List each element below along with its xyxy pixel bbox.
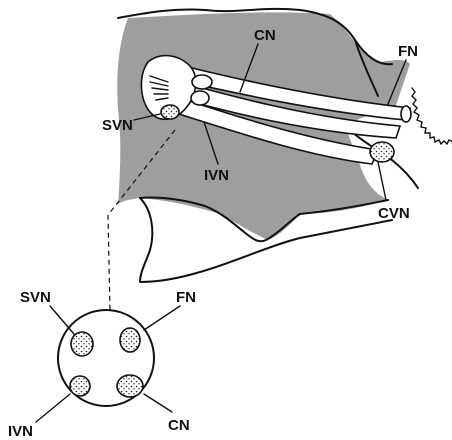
inset-fn-leader	[144, 306, 180, 330]
label-cn-top: CN	[254, 27, 276, 44]
label-cvn: CVN	[378, 205, 410, 222]
fundus-node-1	[192, 75, 212, 89]
inset-cn-bundle	[117, 375, 143, 397]
nerve-squiggle	[412, 88, 452, 144]
inset-fn-bundle	[120, 328, 140, 352]
inset-ivn-leader	[36, 394, 70, 422]
label-fn-inset: FN	[176, 289, 196, 306]
inset-ivn-bundle	[70, 376, 90, 396]
fn-cap	[401, 106, 411, 122]
label-ivn-top: IVN	[204, 167, 229, 184]
cross-section-inset	[36, 306, 180, 422]
label-svn-inset: SVN	[20, 289, 51, 306]
label-ivn-inset: IVN	[8, 423, 33, 440]
fundus-node-2	[191, 91, 209, 105]
inset-svn-bundle	[71, 332, 93, 356]
inset-svn-leader	[50, 306, 74, 334]
svn-stump	[161, 105, 179, 119]
inset-cn-leader	[144, 394, 172, 412]
label-fn-top: FN	[398, 43, 418, 60]
label-svn-top: SVN	[102, 117, 133, 134]
cvn-cap	[370, 142, 394, 162]
cvn-leader	[378, 162, 386, 200]
label-cn-inset: CN	[168, 417, 190, 434]
